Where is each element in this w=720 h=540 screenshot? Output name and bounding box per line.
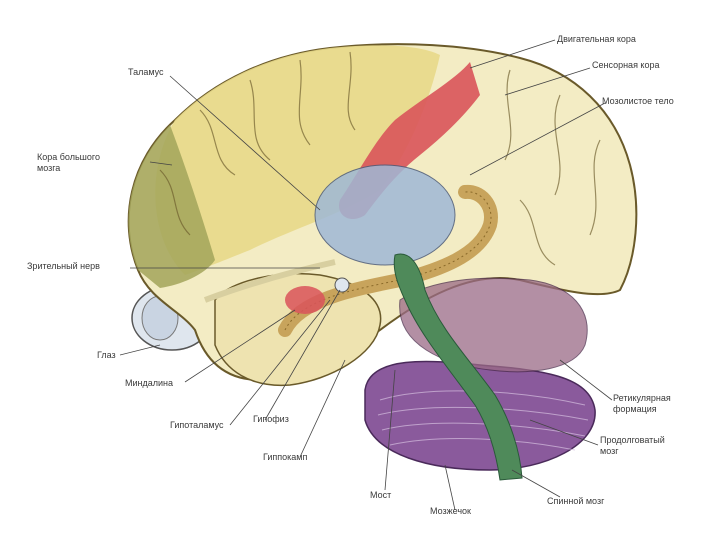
label-optic-nerve: Зрительный нерв (27, 261, 100, 272)
label-sensory-cortex: Сенсорная кора (592, 60, 660, 71)
label-cerebellum: Мозжечок (430, 506, 471, 517)
label-amygdala: Миндалина (125, 378, 173, 389)
label-reticular-formation: Ретикулярная формация (613, 393, 671, 415)
label-hippocampus: Гиппокамп (263, 452, 307, 463)
label-corpus-callosum: Мозолистое тело (602, 96, 674, 107)
label-hypothalamus: Гипоталамус (170, 420, 224, 431)
label-pons: Мост (370, 490, 391, 501)
label-cerebral-cortex: Кора большого мозга (37, 152, 100, 174)
label-medulla: Продолговатый мозг (600, 435, 665, 457)
label-spinal-cord: Спинной мозг (547, 496, 604, 507)
label-motor-cortex: Двигательная кора (557, 34, 636, 45)
label-eye: Глаз (97, 350, 116, 361)
label-thalamus: Таламус (128, 67, 164, 78)
label-pituitary: Гипофиз (253, 414, 289, 425)
